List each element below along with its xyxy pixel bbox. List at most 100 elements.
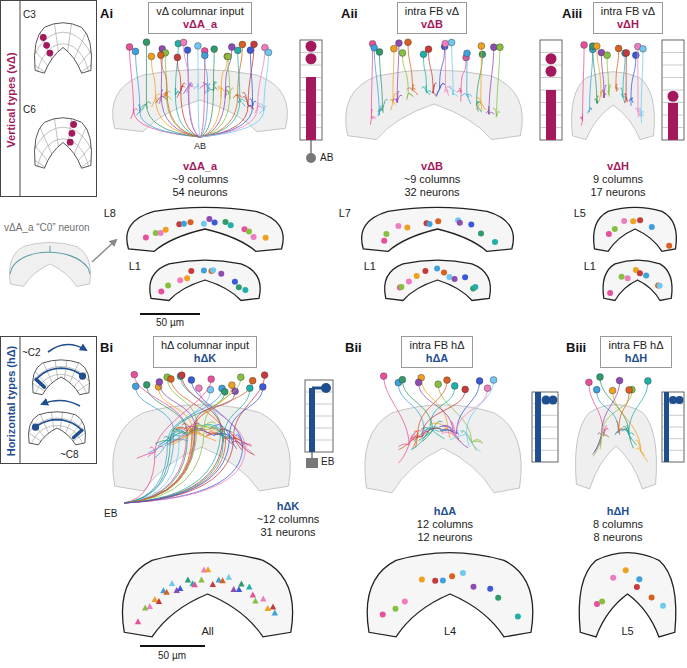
cell-body	[451, 383, 458, 390]
neuron	[580, 45, 584, 126]
neurite	[601, 91, 603, 93]
neurite	[213, 434, 229, 436]
arbor-point	[478, 230, 484, 236]
neurite	[466, 380, 493, 434]
layer-outline	[594, 207, 677, 251]
neurite	[445, 44, 446, 89]
neuron	[184, 43, 200, 138]
arbor-point	[666, 243, 672, 249]
neurite	[466, 53, 467, 95]
cell-body	[208, 376, 215, 383]
neuron-count: 32 neurons	[404, 186, 459, 198]
neurite	[457, 381, 480, 434]
arbor-point	[434, 265, 440, 271]
type-header-box: intra FB vΔvΔB	[397, 2, 467, 34]
arbor-mark	[664, 392, 669, 462]
neurite	[583, 45, 585, 121]
column-schematic	[305, 380, 333, 452]
type-header-box: intra FB hΔhΔH	[600, 336, 671, 368]
neurite	[258, 103, 259, 108]
neurite	[641, 49, 643, 117]
cell-body	[462, 386, 469, 393]
layer-label: L8	[104, 207, 116, 219]
neurite	[625, 97, 626, 103]
neurite	[623, 429, 629, 435]
cell-body	[143, 39, 150, 46]
neurite	[211, 427, 224, 439]
neurite	[629, 381, 648, 434]
neurite	[182, 423, 192, 432]
cell-body	[604, 52, 611, 59]
neurite	[189, 82, 192, 88]
cell-body	[399, 376, 406, 383]
neurite	[184, 87, 189, 94]
neurite	[221, 56, 227, 89]
scale-label: 50 µm	[156, 317, 184, 328]
neurite	[641, 451, 648, 462]
scale-bar	[140, 313, 200, 315]
cell-body	[626, 387, 633, 394]
header-text: intra FB hΔ	[608, 339, 663, 352]
arbor-point	[404, 225, 410, 231]
neurite	[621, 88, 623, 97]
neurite	[393, 93, 397, 102]
neurite	[175, 88, 176, 95]
layer-line	[662, 77, 684, 78]
arbor-mark	[546, 66, 557, 77]
cell-body	[444, 377, 451, 384]
cell-body	[425, 46, 432, 53]
arbor-point	[636, 576, 642, 582]
fb-volume	[113, 405, 291, 491]
neurite	[440, 84, 446, 90]
panel-letter: Ai	[100, 6, 113, 21]
neurite	[593, 436, 602, 456]
neurite	[170, 433, 185, 441]
arbor-point	[432, 578, 438, 584]
layer-outline	[362, 207, 514, 251]
cell-body	[225, 53, 232, 60]
neurite	[200, 95, 230, 137]
neuron	[151, 56, 200, 137]
arbor-point	[406, 279, 412, 285]
arbor-point	[427, 221, 433, 227]
annotation: vΔA_a “C0” neuron	[4, 222, 90, 233]
neurite	[397, 43, 399, 102]
neurite	[175, 95, 200, 137]
neurite	[466, 434, 480, 452]
neurite	[497, 47, 500, 116]
type-name: vΔH	[607, 160, 629, 172]
neurite	[582, 121, 583, 126]
neuron	[457, 58, 466, 102]
layer-outline	[380, 258, 495, 302]
neurite	[590, 108, 592, 110]
neuron	[486, 47, 494, 114]
neuron	[593, 390, 632, 457]
neurite	[600, 377, 629, 435]
fb-outline	[28, 412, 85, 445]
arbor-point	[381, 238, 387, 244]
neuron	[593, 381, 620, 455]
layer-section: L1	[380, 258, 495, 302]
arbor-point	[181, 221, 187, 227]
column-line	[40, 333, 57, 452]
neuron-mark	[40, 34, 47, 41]
layer-line	[662, 102, 684, 103]
neurite	[219, 431, 224, 439]
neurite	[230, 387, 263, 436]
neurite	[411, 428, 430, 449]
cell-body	[196, 385, 203, 392]
neurite	[204, 377, 240, 426]
cell-body	[593, 386, 600, 393]
neurite	[412, 437, 422, 441]
neurite	[250, 50, 252, 106]
cell-body	[405, 39, 412, 46]
neurite	[413, 85, 415, 91]
cell-body	[586, 379, 593, 386]
region-label: AB	[194, 141, 206, 151]
column-count: ~9 columns	[404, 173, 461, 185]
column-schematic	[540, 40, 562, 140]
arbor-point	[643, 273, 649, 279]
neuron	[621, 53, 626, 102]
arbor-point	[188, 268, 194, 274]
neuron-mark	[69, 130, 76, 137]
